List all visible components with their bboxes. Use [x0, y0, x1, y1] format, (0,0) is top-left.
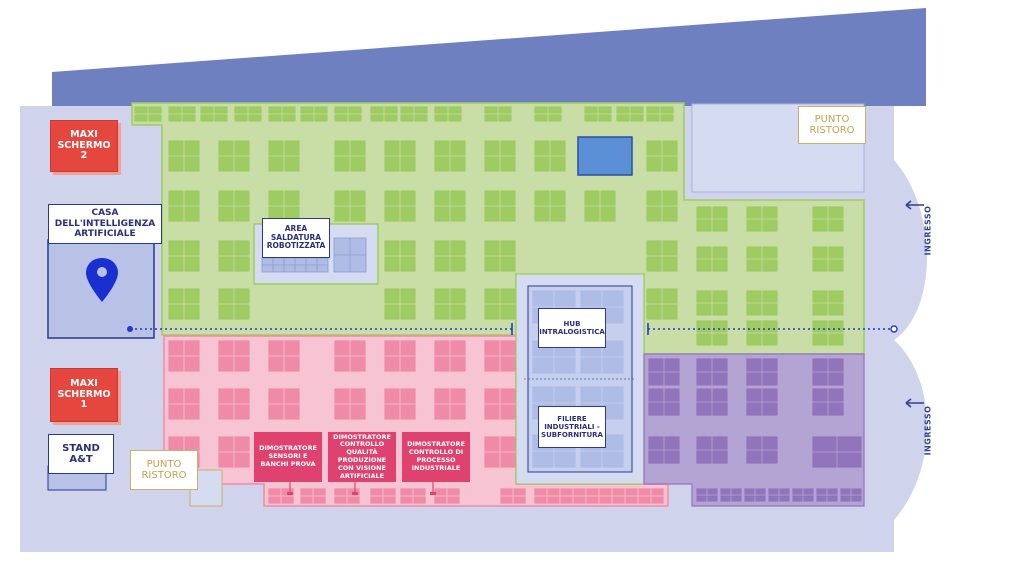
- punto-ristoro-bottom-label[interactable]: PUNTO RISTORO: [130, 450, 198, 490]
- route-line: [127, 323, 898, 335]
- arrow-left-icon: [905, 200, 924, 210]
- dimostratore-qualita-label[interactable]: DIMOSTRATORE CONTROLLO QUALITÀ PRODUZION…: [328, 432, 396, 482]
- saldatura-booths: [261, 237, 367, 273]
- maxi-schermo-2-label[interactable]: MAXI SCHERMO 2: [50, 120, 118, 172]
- green-booths: [133, 105, 845, 347]
- punto-ristoro-top-label[interactable]: PUNTO RISTORO: [798, 106, 866, 144]
- hub-intralogistica-label[interactable]: HUB INTRALOGISTICA: [538, 308, 606, 348]
- map-pin-icon: [86, 258, 118, 302]
- area-saldatura-label[interactable]: AREA SALDATURA ROBOTIZZATA: [262, 218, 330, 258]
- filiere-label[interactable]: FILIERE INDUSTRIALI - SUBFORNITURA: [538, 406, 606, 448]
- stand-at-label[interactable]: STAND A&T: [48, 434, 114, 474]
- arrow-left-icon: [905, 398, 924, 408]
- maxi-schermo-1-label[interactable]: MAXI SCHERMO 1: [50, 368, 118, 422]
- roof-band: [52, 8, 926, 106]
- ingresso-top-label: INGRESSO: [923, 205, 933, 256]
- casa-ia-label[interactable]: CASA DELL'INTELLIGENZA ARTIFICIALE: [48, 204, 162, 244]
- pink-booths: [167, 339, 665, 505]
- purple-booths: [647, 357, 863, 503]
- special-booth: [577, 136, 633, 176]
- dimostratore-processo-label[interactable]: DIMOSTRATORE CONTROLLO DI PROCESSO INDUS…: [402, 432, 470, 482]
- demonstrator-stems: [287, 482, 436, 495]
- ingresso-bottom-label: INGRESSO: [923, 405, 933, 456]
- dimostratore-sensori-label[interactable]: DIMOSTRATORE SENSORI E BANCHI PROVA: [254, 432, 322, 482]
